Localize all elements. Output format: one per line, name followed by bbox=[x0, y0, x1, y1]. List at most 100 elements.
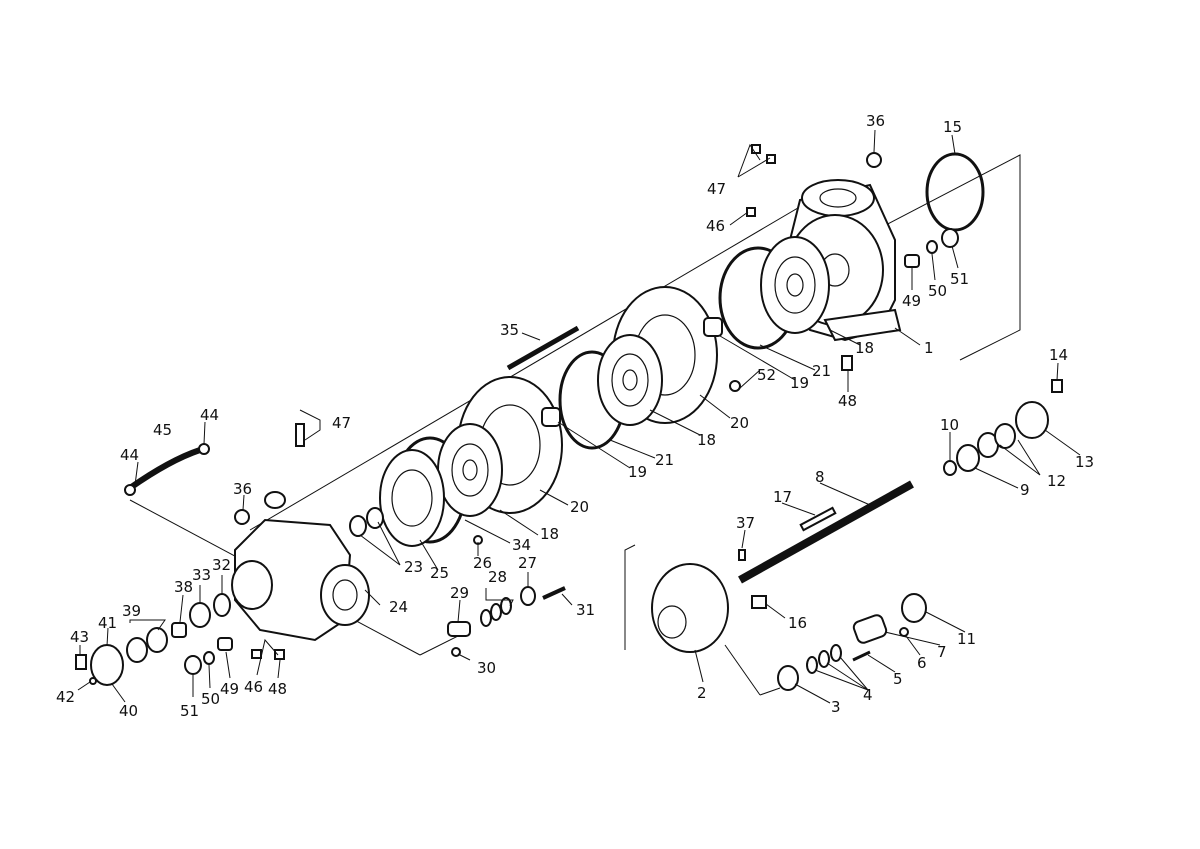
callout-51-left: 51 bbox=[180, 702, 199, 720]
shim-12-b bbox=[994, 423, 1016, 449]
callout-2: 2 bbox=[697, 684, 707, 702]
elbow-48-right bbox=[841, 355, 853, 371]
callout-42: 42 bbox=[56, 688, 75, 706]
callout-23: 23 bbox=[404, 558, 423, 576]
assembly-axis-lines bbox=[129, 154, 1021, 696]
callout-4: 4 bbox=[863, 686, 873, 704]
callout-3: 3 bbox=[831, 698, 841, 716]
callout-46-lower: 46 bbox=[244, 678, 263, 696]
screw-5 bbox=[852, 650, 871, 662]
plug-46-right bbox=[746, 207, 756, 217]
spacer-19-lower bbox=[541, 407, 561, 427]
hose-fitting-44-right bbox=[198, 443, 210, 455]
seal-23-a bbox=[349, 515, 367, 537]
callout-48-left: 48 bbox=[268, 680, 287, 698]
callout-33: 33 bbox=[192, 566, 211, 584]
callout-43: 43 bbox=[70, 628, 89, 646]
hose-45 bbox=[128, 447, 201, 491]
callout-36-upper: 36 bbox=[866, 112, 885, 130]
callout-19-lower: 19 bbox=[628, 463, 647, 481]
elbow-48-left bbox=[274, 649, 285, 660]
callout-48-right: 48 bbox=[838, 392, 857, 410]
callout-14: 14 bbox=[1049, 346, 1068, 364]
bolt-16 bbox=[751, 595, 767, 609]
impeller-18-upper bbox=[760, 236, 830, 334]
impeller-18-lower bbox=[437, 423, 503, 517]
washer-50-left bbox=[203, 651, 215, 665]
callout-31: 31 bbox=[576, 601, 595, 619]
ring-3 bbox=[777, 665, 799, 691]
callout-32: 32 bbox=[212, 556, 231, 574]
callout-5: 5 bbox=[893, 670, 903, 688]
pin-37 bbox=[738, 549, 746, 561]
gasket-15 bbox=[925, 152, 985, 232]
suction-housing-24 bbox=[231, 491, 370, 642]
callout-20-upper: 20 bbox=[730, 414, 749, 432]
washer-50-right bbox=[926, 240, 938, 254]
callout-24: 24 bbox=[389, 598, 408, 616]
callout-1: 1 bbox=[924, 339, 934, 357]
gland-29 bbox=[447, 621, 471, 637]
plug-51-left bbox=[184, 655, 202, 675]
callout-11: 11 bbox=[957, 630, 976, 648]
impeller-18-middle bbox=[597, 334, 663, 426]
callout-9: 9 bbox=[1020, 481, 1030, 499]
callout-19-upper: 19 bbox=[790, 374, 809, 392]
bolt-14 bbox=[1051, 379, 1063, 393]
callout-17: 17 bbox=[773, 488, 792, 506]
callout-12: 12 bbox=[1047, 472, 1066, 490]
screw-42 bbox=[89, 677, 97, 685]
seal-stack-4 bbox=[806, 644, 842, 674]
callout-10: 10 bbox=[940, 416, 959, 434]
leader-lines bbox=[77, 129, 1081, 704]
tie-rod-35 bbox=[506, 325, 580, 371]
nut-36-right bbox=[866, 152, 882, 168]
plug-51-right bbox=[941, 228, 959, 248]
callout-38: 38 bbox=[174, 578, 193, 596]
ring-33 bbox=[189, 602, 211, 628]
callout-44-left: 44 bbox=[120, 446, 139, 464]
callout-25: 25 bbox=[430, 564, 449, 582]
hose-fitting-44-left bbox=[124, 484, 136, 496]
callout-30: 30 bbox=[477, 659, 496, 677]
callout-35: 35 bbox=[500, 321, 519, 339]
callout-20-lower: 20 bbox=[570, 498, 589, 516]
callout-21-lower: 21 bbox=[655, 451, 674, 469]
stage-casing-25 bbox=[379, 449, 445, 547]
seal-stack-28 bbox=[480, 597, 512, 627]
fitting-49-left bbox=[217, 637, 233, 651]
bearing-bracket-2 bbox=[651, 563, 729, 653]
callout-26: 26 bbox=[473, 554, 492, 572]
callout-27: 27 bbox=[518, 554, 537, 572]
callout-13: 13 bbox=[1075, 453, 1094, 471]
callout-40: 40 bbox=[119, 702, 138, 720]
fitting-49-right bbox=[904, 254, 920, 268]
bearing-39-a bbox=[146, 627, 168, 653]
callout-47-left: 47 bbox=[332, 414, 351, 432]
guard-11 bbox=[901, 593, 927, 623]
callout-50-right: 50 bbox=[928, 282, 947, 300]
callout-7: 7 bbox=[937, 643, 947, 661]
bearing-39-b bbox=[126, 637, 148, 663]
callout-18-lower: 18 bbox=[540, 525, 559, 543]
key-17 bbox=[799, 506, 837, 532]
callout-49-right: 49 bbox=[902, 292, 921, 310]
callout-16: 16 bbox=[788, 614, 807, 632]
seal-27 bbox=[520, 586, 536, 606]
callout-45: 45 bbox=[153, 421, 172, 439]
callout-8: 8 bbox=[815, 468, 825, 486]
sleeve-38 bbox=[171, 622, 187, 638]
callout-labels: 1 2 3 4 5 6 7 8 9 10 11 12 13 14 15 16 1… bbox=[56, 112, 1094, 720]
washer-10 bbox=[943, 460, 957, 476]
nut-36-left bbox=[234, 509, 250, 525]
callout-15: 15 bbox=[943, 118, 962, 136]
bolt-43 bbox=[75, 654, 87, 670]
bolt-47-left bbox=[295, 423, 305, 447]
bearing-cover-32 bbox=[213, 593, 231, 617]
bearing-cover-13 bbox=[1015, 401, 1049, 439]
callout-34: 34 bbox=[512, 536, 531, 554]
callout-41: 41 bbox=[98, 614, 117, 632]
callout-49-left: 49 bbox=[220, 680, 239, 698]
callout-39: 39 bbox=[122, 602, 141, 620]
